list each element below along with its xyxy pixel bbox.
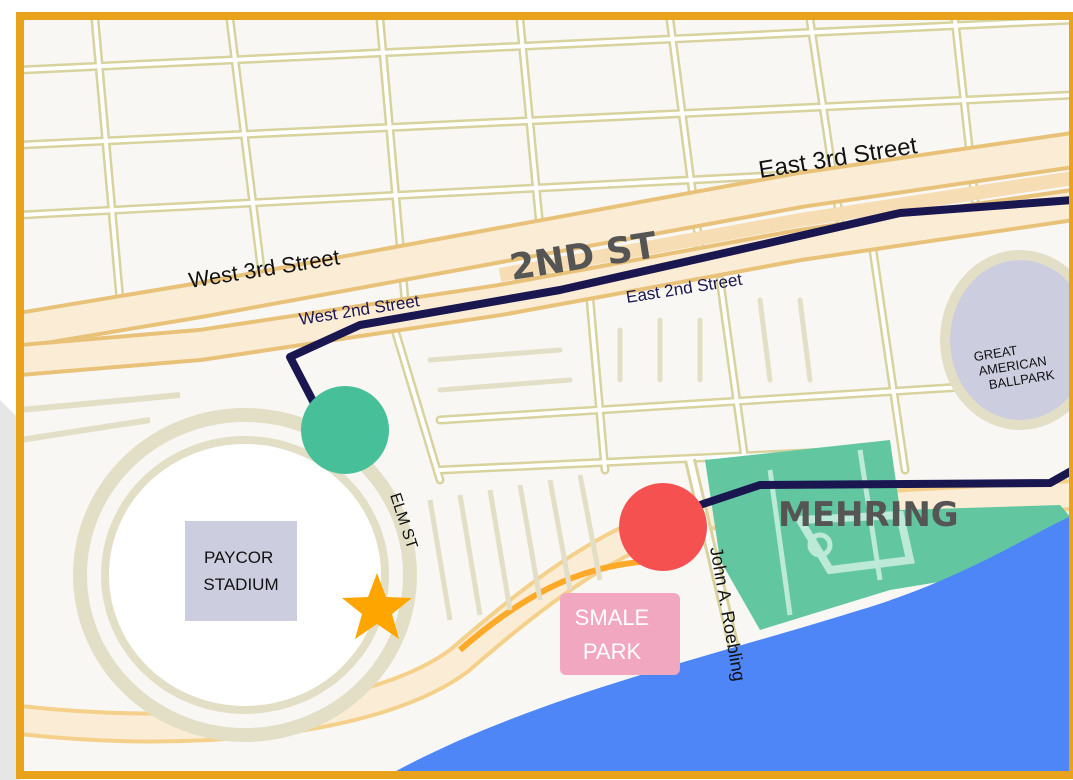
end-marker-icon[interactable] [619, 483, 707, 571]
star-icon[interactable] [342, 573, 412, 639]
parking-lots [427, 474, 603, 621]
paycor-stadium-box [185, 521, 297, 621]
ballpark-grounds [940, 250, 1073, 430]
smale-park-label: SMALE PARK [575, 605, 656, 664]
smale-park-box [560, 593, 680, 675]
route-line-east [698, 466, 1073, 509]
ohio-river [389, 515, 1073, 775]
route-line [286, 196, 1073, 407]
paycor-stadium-label: PAYCOR STADIUM [203, 548, 278, 594]
map-border [16, 12, 1073, 779]
start-marker-icon[interactable] [301, 386, 389, 474]
mehring-label: MEHRING [778, 495, 959, 535]
